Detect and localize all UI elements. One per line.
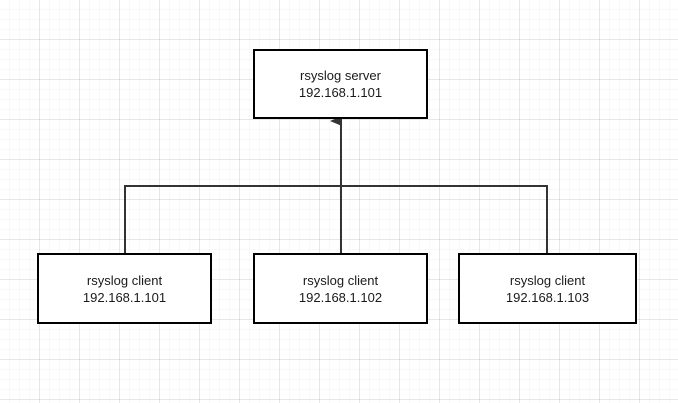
client-box-1: rsyslog client 192.168.1.101 bbox=[37, 253, 212, 324]
client-2-ip: 192.168.1.102 bbox=[298, 289, 383, 305]
client-1-name: rsyslog client bbox=[86, 272, 163, 288]
client-3-ip: 192.168.1.103 bbox=[505, 289, 590, 305]
client-3-name: rsyslog client bbox=[509, 272, 586, 288]
server-box: rsyslog server 192.168.1.101 bbox=[253, 49, 428, 119]
branch-line-client-3 bbox=[341, 185, 548, 253]
branch-line-client-1 bbox=[124, 185, 341, 253]
client-1-ip: 192.168.1.101 bbox=[82, 289, 167, 305]
client-2-name: rsyslog client bbox=[302, 272, 379, 288]
client-box-2: rsyslog client 192.168.1.102 bbox=[253, 253, 428, 324]
server-ip: 192.168.1.101 bbox=[298, 85, 383, 100]
server-name: rsyslog server bbox=[300, 68, 381, 83]
client-box-3: rsyslog client 192.168.1.103 bbox=[458, 253, 637, 324]
